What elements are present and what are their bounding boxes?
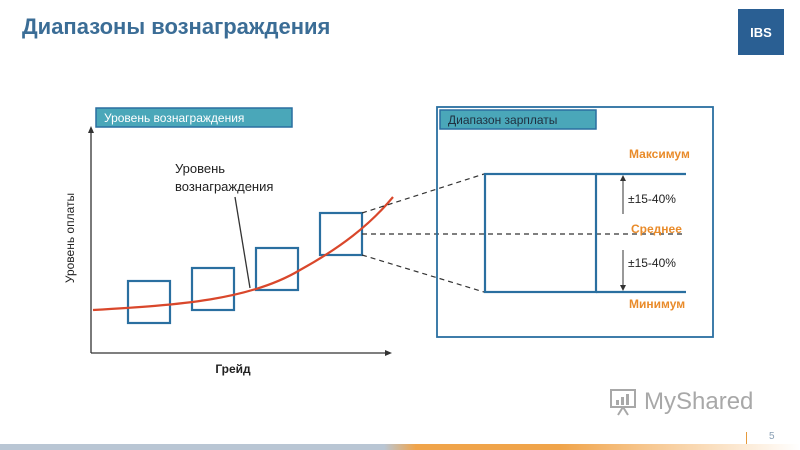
min-label: Минимум	[629, 297, 685, 311]
lower-percent-label: ±15-40%	[628, 256, 676, 270]
presentation-board-icon	[608, 388, 638, 416]
ibs-logo: IBS	[738, 9, 784, 55]
upper-arrow-head	[620, 175, 626, 181]
curve-label-pointer	[234, 196, 251, 289]
watermark-text: MyShared	[644, 388, 754, 415]
y-axis-arrow	[88, 126, 94, 133]
mid-label: Среднее	[631, 222, 682, 236]
upper-percent-label: ±15-40%	[628, 192, 676, 206]
y-axis-label: Уровень оплаты	[63, 193, 77, 283]
max-label: Максимум	[629, 147, 690, 161]
page-number-separator	[746, 432, 747, 444]
x-axis-arrow	[385, 350, 392, 356]
curve-label-line1: Уровень	[175, 161, 225, 176]
right-tag-label: Диапазон зарплаты	[448, 113, 557, 127]
projection-line-bottom	[361, 254, 485, 293]
reward-curve	[92, 196, 394, 312]
x-axis-label: Грейд	[215, 362, 251, 376]
grade-box-2	[190, 266, 236, 312]
curve-label-line2: вознаграждения	[175, 179, 273, 194]
page-number: 5	[769, 431, 775, 442]
left-tag-label: Уровень вознаграждения	[104, 111, 244, 125]
projection-line-top	[361, 173, 485, 214]
range-box	[483, 172, 598, 294]
grade-box-1	[126, 279, 172, 325]
page-title: Диапазоны вознаграждения	[22, 14, 331, 39]
myshared-watermark: MyShared	[608, 388, 753, 416]
bottom-accent-bar	[0, 444, 800, 450]
grade-box-3	[254, 246, 300, 292]
left-tag-box	[95, 107, 293, 128]
lower-arrow-head	[620, 285, 626, 291]
right-tag-box	[439, 109, 597, 130]
salary-range-panel	[436, 106, 714, 338]
